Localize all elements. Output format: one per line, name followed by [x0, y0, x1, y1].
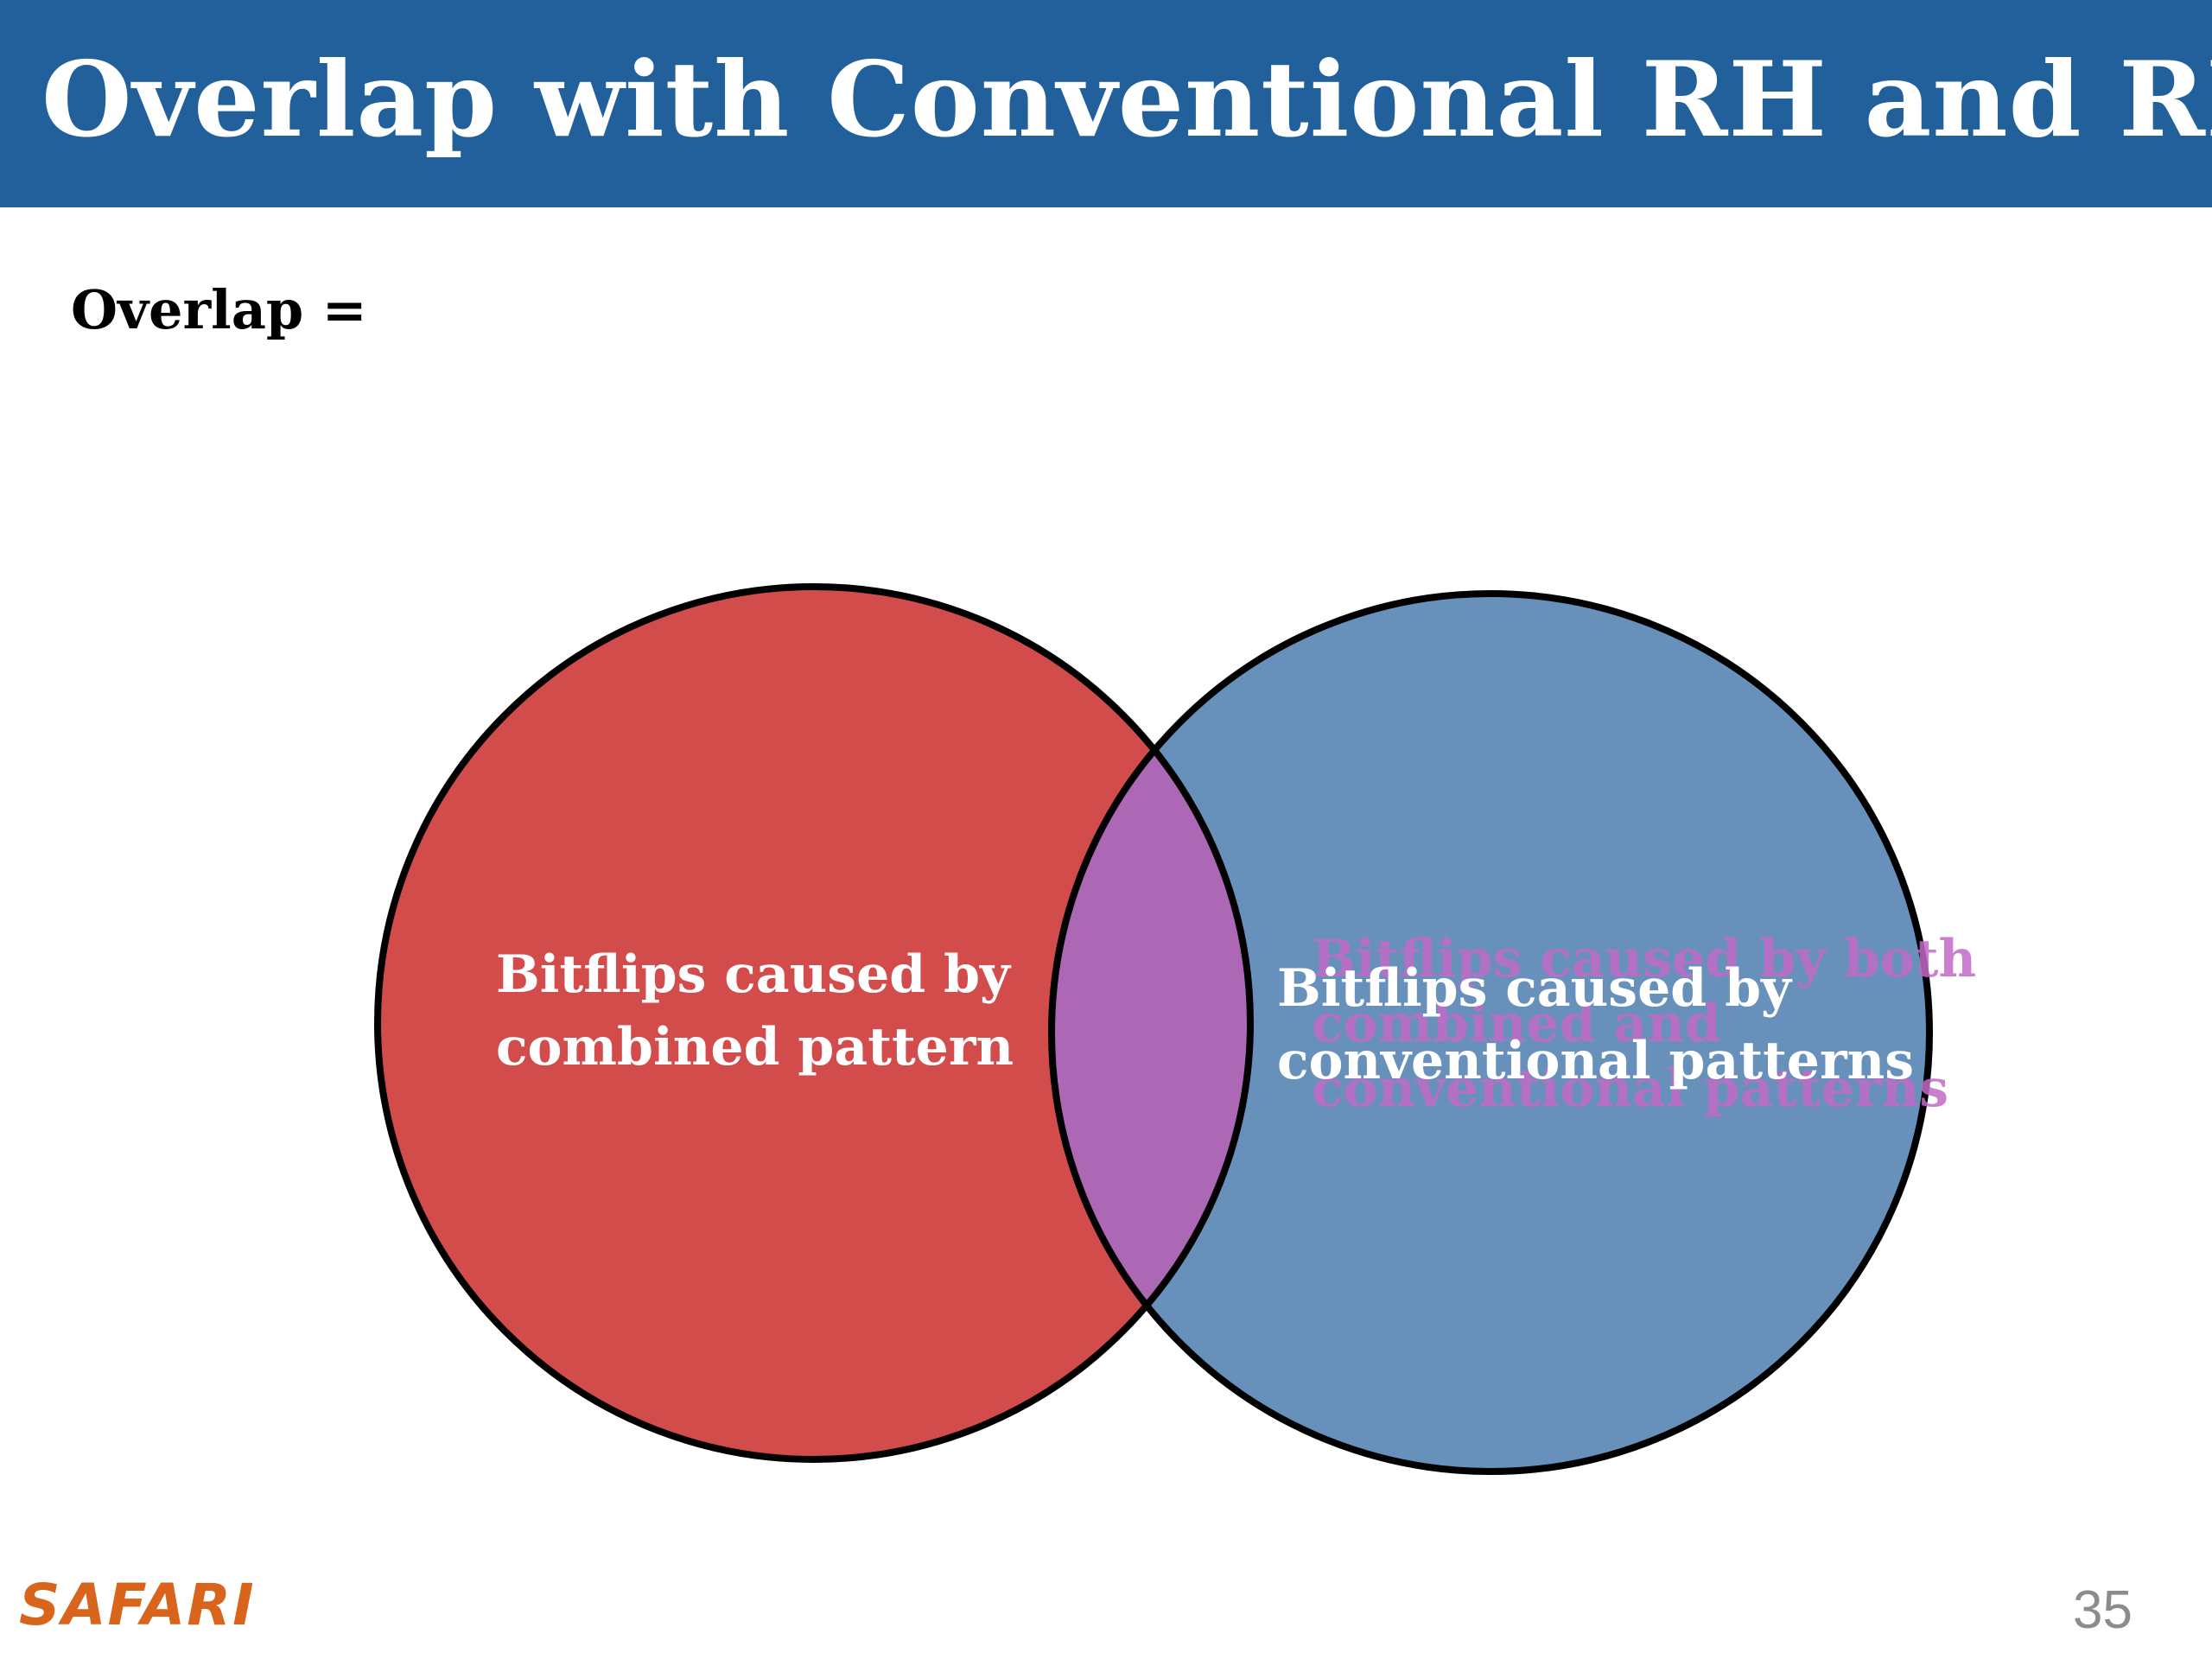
title-bar: Overlap with Conventional RH and RP	[0, 0, 2212, 207]
slide-title: Overlap with Conventional RH and RP	[41, 39, 2212, 161]
overlap-label: Overlap =	[71, 278, 367, 341]
venn-intersection-label: Bitflips caused by both combined and con…	[1312, 929, 1994, 1119]
venn-left-outline	[374, 583, 1254, 1463]
venn-right-label: Bitflips caused by conventional patterns	[1277, 958, 1914, 1091]
venn-left-circle	[378, 587, 1250, 1459]
venn-right-outline	[1048, 590, 1933, 1475]
safari-logo: SAFARI	[19, 1572, 256, 1638]
venn-right-circle	[1052, 594, 1929, 1471]
venn-left-label: Bitflips caused by combined pattern	[496, 944, 1028, 1077]
page-number: 35	[2073, 1580, 2133, 1640]
